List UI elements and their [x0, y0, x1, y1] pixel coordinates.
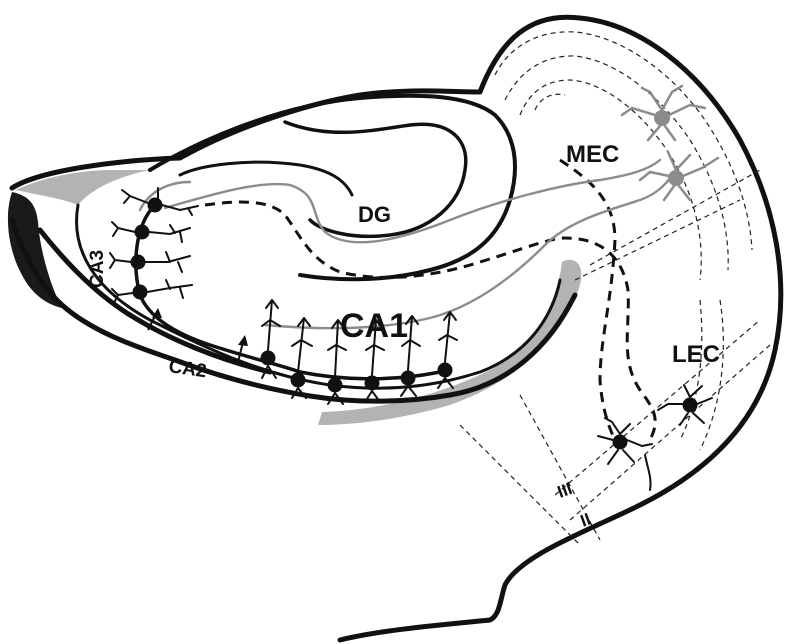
label-ca3: CA3: [87, 250, 108, 288]
lec-axon: [645, 455, 651, 490]
dg-inner-curve: [180, 162, 352, 195]
label-layer-ii: II: [578, 510, 593, 531]
label-layer-iii: III: [555, 479, 575, 502]
ca3-neuron: [112, 280, 192, 303]
entorhinal-laminae: [460, 32, 770, 545]
ca1-neuron: [291, 318, 313, 398]
mec-neuron: [640, 152, 718, 200]
lec-neuron: [658, 385, 712, 425]
label-dg: DG: [358, 202, 391, 227]
label-ca1: CA1: [340, 307, 408, 345]
mec-neurons: [622, 86, 718, 200]
ca3-neuron: [110, 252, 190, 272]
label-lec: LEC: [672, 341, 720, 368]
lec-neuron: [598, 418, 652, 464]
label-mec: MEC: [566, 141, 619, 168]
ca3-neurons: [110, 188, 198, 303]
ca3-neuron: [112, 222, 190, 242]
ca1-neuron: [438, 312, 458, 388]
label-ca2: CA2: [167, 356, 208, 382]
